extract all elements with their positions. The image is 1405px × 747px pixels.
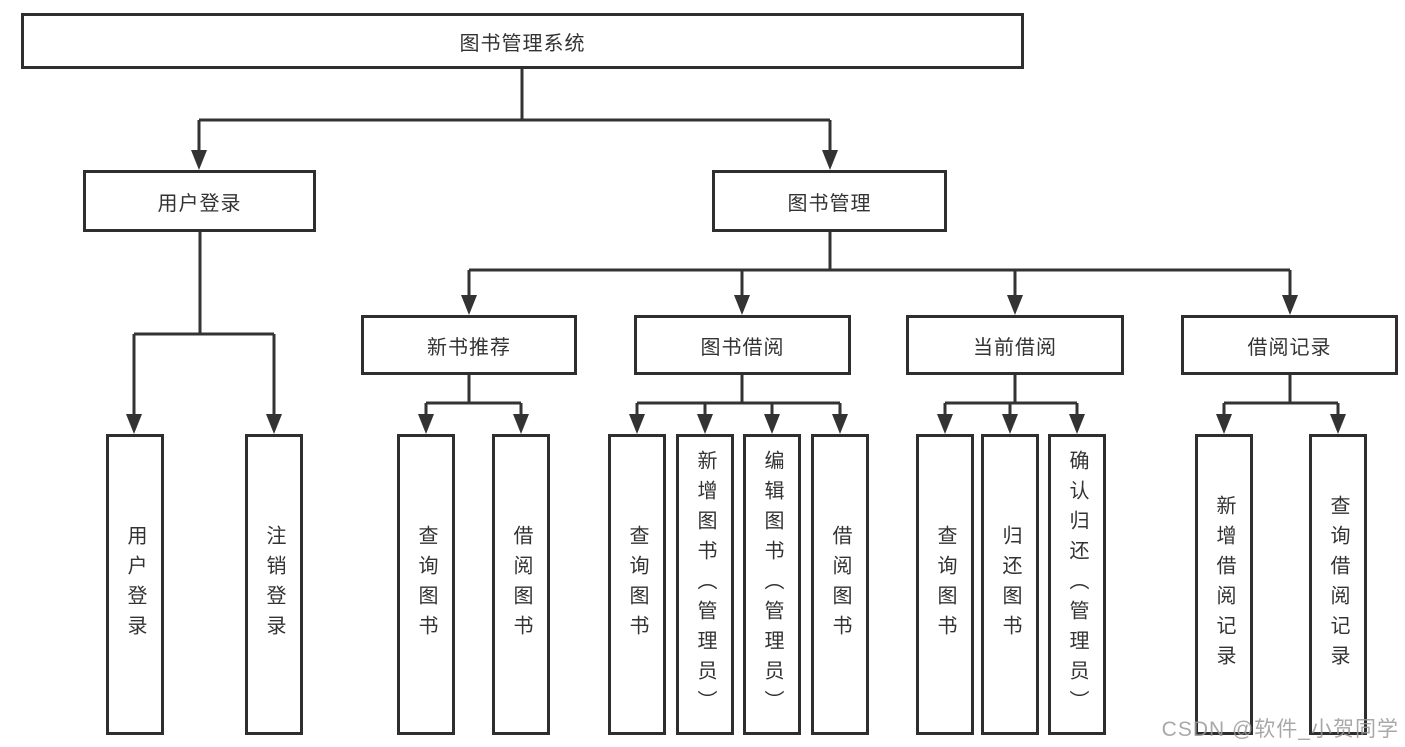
leaf-return-books: 归还图书: [981, 434, 1039, 735]
node-book-borrow-label: 图书借阅: [700, 336, 785, 359]
leaf-search-books-current-label: 查询图书: [934, 524, 956, 645]
leaf-borrow-books-label: 借阅图书: [829, 524, 851, 645]
leaf-add-books-admin-label: 新增图书（管理员）: [694, 449, 716, 720]
leaf-user-login-label: 用户登录: [124, 524, 146, 645]
leaf-search-books-recommend: 查询图书: [397, 434, 455, 735]
leaf-return-books-label: 归还图书: [999, 524, 1021, 645]
connector-current-borrow-to-leaves: [937, 375, 1085, 434]
leaf-borrow-books-recommend-label: 借阅图书: [510, 524, 532, 645]
node-book-borrow: 图书借阅: [634, 315, 851, 375]
node-borrow-record: 借阅记录: [1181, 315, 1398, 375]
connector-book-borrow-to-leaves: [629, 375, 848, 434]
node-borrow-record-label: 借阅记录: [1247, 336, 1332, 359]
node-current-borrow: 当前借阅: [906, 315, 1124, 375]
leaf-borrow-books: 借阅图书: [811, 434, 869, 735]
connector-root-to-level2: [191, 69, 838, 170]
connector-book-mgmt-to-level3: [461, 232, 1298, 315]
leaf-search-borrow-record: 查询借阅记录: [1309, 434, 1367, 735]
leaf-confirm-return-admin-label: 确认归还（管理员）: [1066, 449, 1088, 720]
connector-user-login-to-leaves: [126, 232, 282, 434]
node-book-management-label: 图书管理: [787, 192, 872, 215]
node-book-management: 图书管理: [712, 170, 947, 232]
connector-borrow-record-to-leaves: [1216, 375, 1346, 434]
leaf-edit-books-admin: 编辑图书（管理员）: [743, 434, 801, 735]
node-user-login: 用户登录: [83, 170, 316, 232]
leaf-add-borrow-record-label: 新增借阅记录: [1213, 494, 1235, 675]
leaf-add-borrow-record: 新增借阅记录: [1195, 434, 1253, 735]
node-new-book-recommend-label: 新书推荐: [427, 336, 511, 359]
connector-new-book-rec-to-leaves: [418, 375, 529, 434]
leaf-borrow-books-recommend: 借阅图书: [492, 434, 550, 735]
leaf-add-books-admin: 新增图书（管理员）: [676, 434, 734, 735]
leaf-user-login: 用户登录: [106, 434, 164, 735]
leaf-search-books-borrow: 查询图书: [608, 434, 666, 735]
leaf-search-borrow-record-label: 查询借阅记录: [1327, 494, 1349, 675]
node-root-system: 图书管理系统: [21, 13, 1024, 69]
leaf-edit-books-admin-label: 编辑图书（管理员）: [761, 449, 783, 720]
leaf-search-books-recommend-label: 查询图书: [415, 524, 437, 645]
leaf-search-books-current: 查询图书: [916, 434, 974, 735]
node-current-borrow-label: 当前借阅: [973, 336, 1057, 359]
node-user-login-label: 用户登录: [157, 192, 242, 215]
csdn-watermark: CSDN @软件_小贺同学: [1161, 718, 1399, 741]
leaf-confirm-return-admin: 确认归还（管理员）: [1048, 434, 1106, 735]
leaf-logout: 注销登录: [245, 434, 303, 735]
leaf-logout-label: 注销登录: [263, 524, 285, 645]
leaf-search-books-borrow-label: 查询图书: [626, 524, 648, 645]
node-root-label: 图书管理系统: [459, 32, 586, 55]
node-new-book-recommend: 新书推荐: [361, 315, 577, 375]
